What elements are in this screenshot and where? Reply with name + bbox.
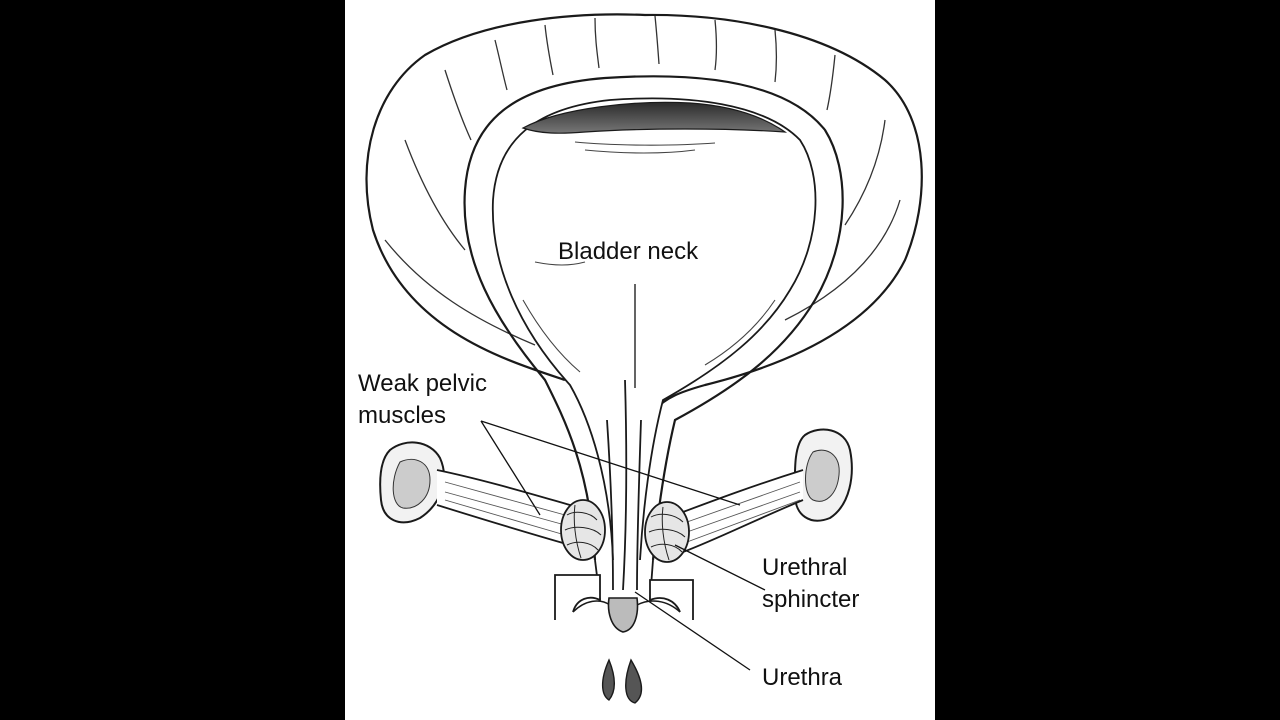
label-urethra: Urethra: [762, 664, 843, 691]
label-weak-pelvic-muscles-line1: Weak pelvic: [358, 370, 487, 397]
bladder-diagram: [365, 13, 923, 704]
cavity-shading: [522, 141, 776, 373]
bladder-rim-strokes: [384, 15, 901, 346]
urine-drops: [601, 658, 642, 704]
right-pelvic-bone: [682, 428, 853, 554]
urethral-sphincter-right: [644, 501, 690, 563]
label-urethral-sphincter-line1: Urethral: [762, 554, 848, 581]
label-urethral-sphincter-line2: sphincter: [762, 586, 860, 613]
urethral-opening: [554, 574, 694, 633]
urine-surface: [521, 101, 788, 134]
label-weak-pelvic-muscles-line2: muscles: [358, 402, 447, 429]
urethral-sphincter-left: [560, 499, 606, 561]
illustration-panel: Bladder neck Weak pelvic muscles Urethra…: [345, 0, 935, 720]
label-bladder-neck: Bladder neck: [558, 238, 699, 265]
bladder-inner-wall: [463, 75, 844, 561]
bladder-inner-lining: [491, 97, 817, 561]
left-pelvic-bone: [379, 441, 571, 547]
leader-lines: [480, 284, 766, 671]
